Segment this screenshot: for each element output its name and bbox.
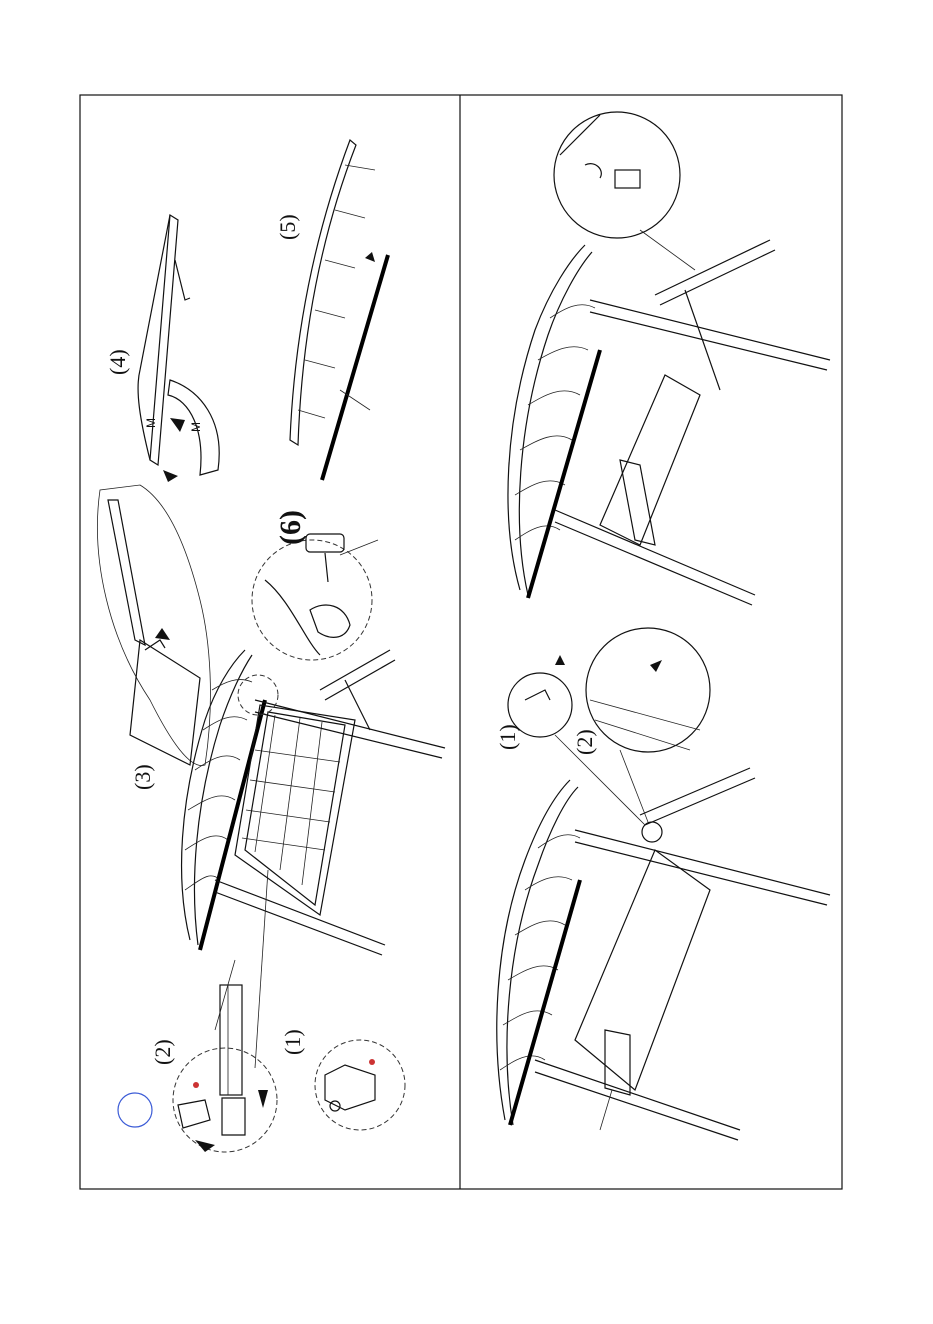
bracket-part bbox=[310, 605, 350, 637]
outer-frame bbox=[80, 95, 842, 1189]
step-label-5: (5) bbox=[275, 214, 300, 240]
leg-top-3 bbox=[655, 240, 770, 295]
step-label-2: (2) bbox=[150, 1039, 175, 1065]
cushion-board bbox=[130, 640, 200, 765]
bracket-piece bbox=[178, 1100, 210, 1128]
leg-top-1 bbox=[555, 510, 755, 595]
step-label-6: (6) bbox=[274, 510, 307, 545]
seat-bottom bbox=[575, 850, 710, 1090]
swing-assembled-top bbox=[508, 112, 830, 605]
leg-bottom-a bbox=[215, 880, 385, 945]
leg-top-2 bbox=[590, 300, 830, 360]
backrest-top bbox=[620, 460, 655, 545]
leg-bottom-3 bbox=[640, 768, 750, 815]
detail-circle-6 bbox=[252, 540, 372, 660]
latch-part bbox=[615, 170, 640, 188]
canopy-halves bbox=[138, 215, 219, 482]
callout-small-6 bbox=[238, 675, 278, 715]
highlight-circle bbox=[118, 1093, 152, 1127]
step-label-4: (4) bbox=[105, 349, 130, 375]
knob bbox=[306, 534, 344, 552]
canopy-with-bar bbox=[290, 140, 388, 480]
leg-top-a bbox=[255, 700, 445, 748]
seat-basket bbox=[235, 705, 355, 915]
clamp-part bbox=[325, 1065, 375, 1110]
swing-frame-left bbox=[182, 650, 445, 955]
right-panel: (1) (2) bbox=[495, 112, 830, 1140]
arrow-down-2 bbox=[258, 1090, 268, 1108]
right-step-label-1: (1) bbox=[495, 724, 520, 750]
connector-details bbox=[118, 870, 405, 1152]
swing-assembled-bottom bbox=[497, 628, 830, 1140]
step-label-1: (1) bbox=[280, 1029, 305, 1055]
join-arrow-b bbox=[163, 470, 178, 482]
step-label-3: (3) bbox=[130, 764, 155, 790]
detail-circle-r2 bbox=[586, 628, 710, 752]
cushion-cloud bbox=[97, 485, 210, 766]
arrow-2 bbox=[195, 1140, 215, 1152]
detail-circle-top bbox=[554, 112, 680, 238]
canopy-bar-bottom bbox=[510, 880, 580, 1125]
leader-6 bbox=[340, 540, 378, 555]
left-panel: (1) (2) (3) (4) (5) (6) M M bbox=[97, 140, 445, 1152]
detail-circle-1 bbox=[315, 1040, 405, 1130]
arrow-r2 bbox=[650, 660, 662, 672]
leg-bottom-1 bbox=[535, 1060, 740, 1130]
part-mark-m2: M bbox=[189, 422, 203, 432]
join-arrow-a bbox=[170, 418, 185, 432]
right-step-label-2: (2) bbox=[572, 729, 597, 755]
leg-top-b bbox=[320, 650, 390, 690]
part-mark-m1: M bbox=[144, 418, 158, 428]
detail-knob bbox=[238, 534, 378, 715]
cushion-pack bbox=[97, 485, 210, 766]
canopy-bar-top bbox=[528, 350, 600, 598]
nut bbox=[330, 1101, 340, 1111]
canopy-bar bbox=[200, 700, 265, 950]
arrow-up-r1 bbox=[555, 655, 565, 665]
